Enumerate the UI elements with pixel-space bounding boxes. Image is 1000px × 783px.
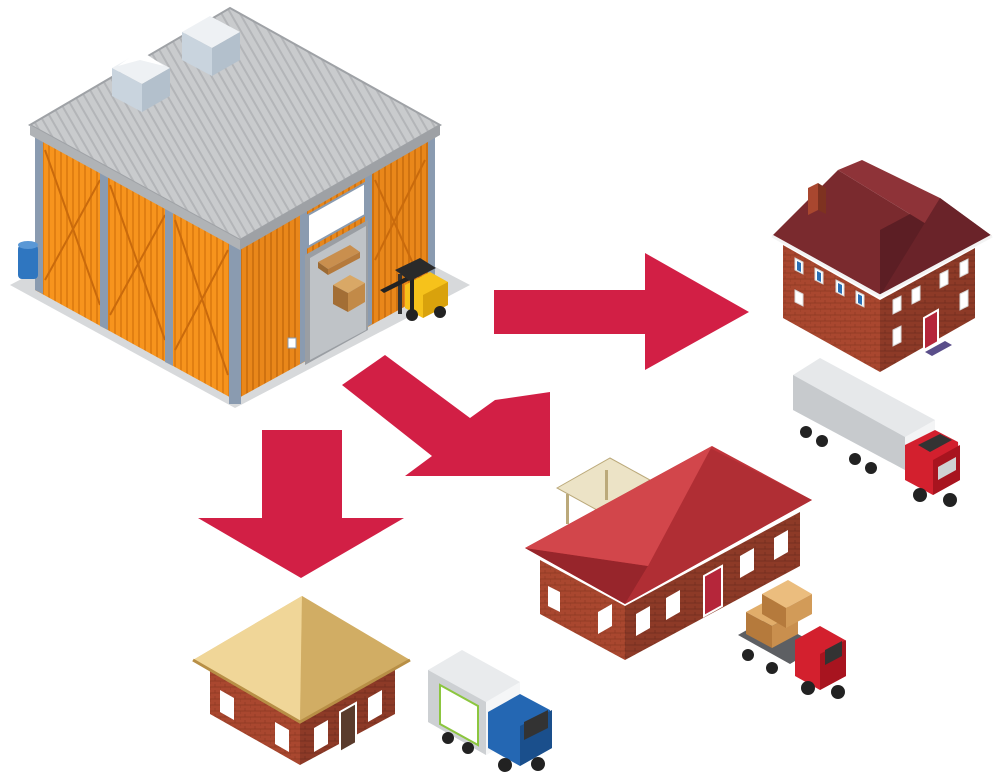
bungalow-left-wall: [540, 560, 625, 660]
roof-vent: [112, 50, 170, 112]
cottage-windows: [220, 690, 382, 752]
bungalow-windows: [548, 530, 788, 636]
roof-vent: [182, 16, 240, 76]
cottage: [192, 596, 411, 765]
forklift: [380, 258, 448, 321]
house-large: [771, 160, 993, 372]
box-truck: [428, 650, 552, 772]
flatbed-truck: [738, 580, 846, 699]
house-large-door: [923, 308, 939, 352]
chimney: [808, 183, 818, 215]
bungalow: [525, 446, 812, 660]
bungalow-door: [703, 564, 723, 618]
warehouse-sign: [307, 181, 366, 249]
water-barrel: [18, 241, 38, 279]
warehouse: [10, 6, 470, 408]
pallet-stack: [318, 245, 360, 275]
crate: [333, 275, 365, 312]
house-large-right-wall: [880, 248, 975, 372]
crate: [762, 580, 812, 628]
house-large-left-wall: [783, 245, 880, 372]
door-mat: [925, 341, 952, 356]
arrow-down-right: [342, 355, 550, 476]
cottage-door: [339, 701, 357, 754]
semi-truck: [793, 358, 960, 507]
arrow-down: [198, 430, 404, 578]
arrow-right: [494, 253, 749, 370]
